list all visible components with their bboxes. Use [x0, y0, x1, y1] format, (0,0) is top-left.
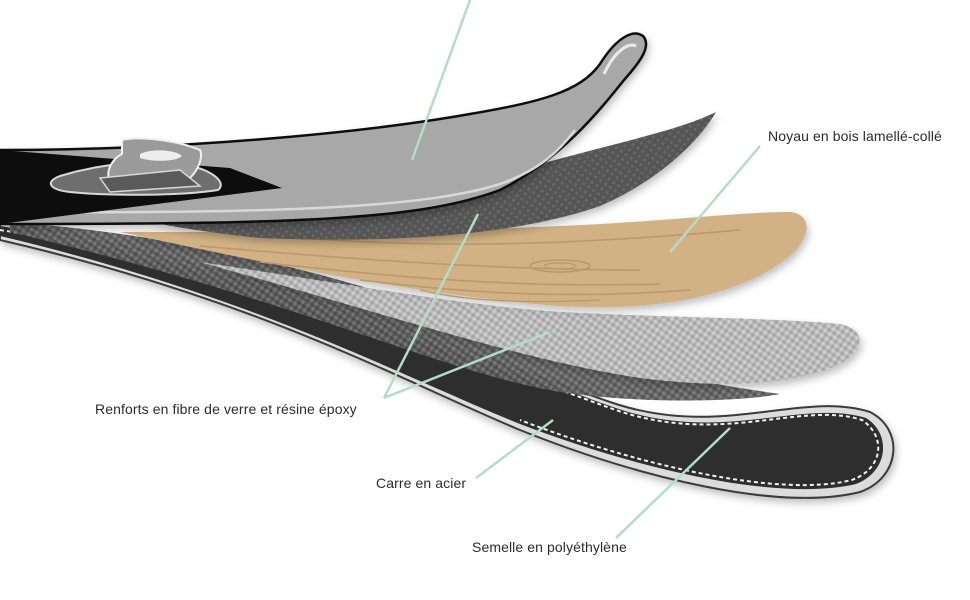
leader-core	[669, 145, 761, 253]
steel-edge-dashes	[0, 229, 880, 487]
leader-base	[615, 427, 731, 539]
leader-edge	[475, 419, 554, 479]
label-base: Semelle en polyéthylène	[472, 539, 627, 555]
label-edge: Carre en acier	[376, 475, 467, 491]
leader-top-sheet	[410, 0, 472, 161]
label-reinforcements: Renforts en fibre de verre et résine épo…	[95, 401, 357, 417]
top-sheet-layer	[0, 32, 648, 226]
label-core: Noyau en bois lamellé-collé	[768, 128, 942, 144]
leader-reinforcement-2	[383, 330, 551, 400]
fiberglass-layer-light	[200, 262, 860, 384]
leader-reinforcement-1	[382, 213, 480, 399]
fiberglass-layer-upper	[150, 112, 716, 240]
leader-lines	[382, 0, 761, 539]
